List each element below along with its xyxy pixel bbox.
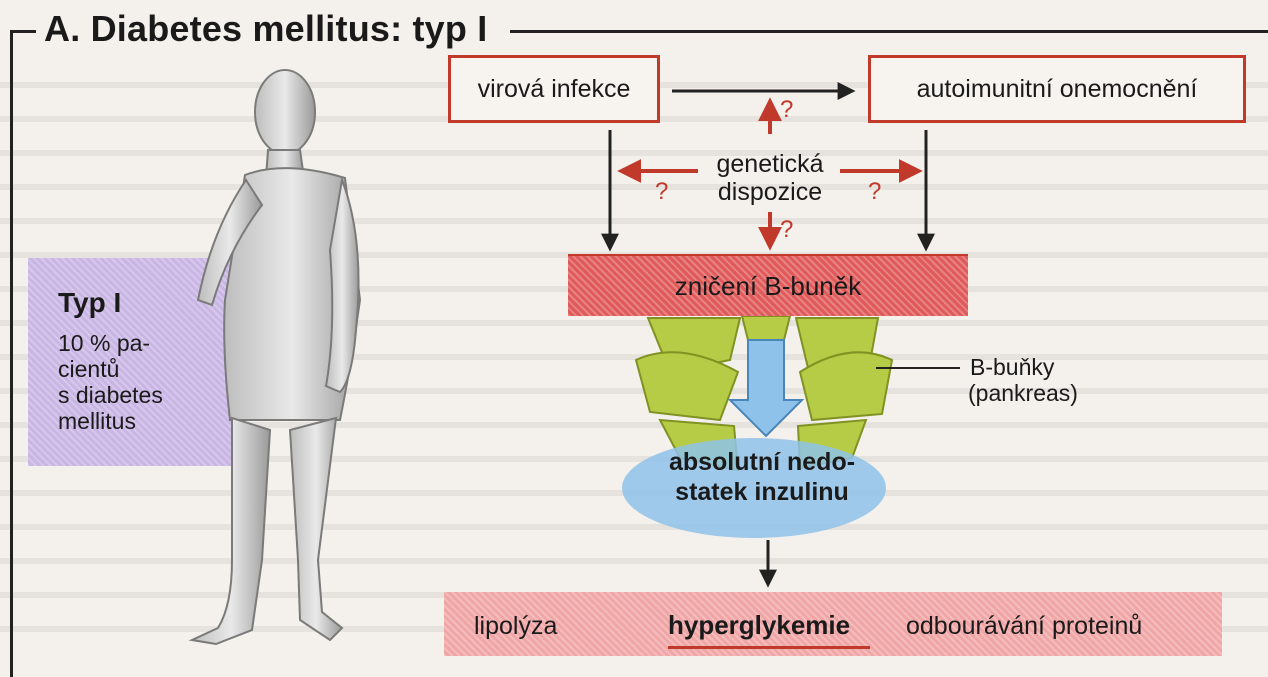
outcome-hyperglycemia: hyperglykemie (668, 610, 850, 641)
question-up: ? (780, 96, 793, 124)
human-figure-icon (192, 70, 360, 644)
bcells-label-line2: (pankreas) (968, 380, 1078, 407)
bcells-label-line1: B-buňky (970, 354, 1054, 381)
bcell-destruction-label: zničení B-buněk (675, 271, 861, 302)
genetic-label-line2: dispozice (700, 178, 840, 207)
question-right: ? (868, 178, 881, 206)
bcell-destruction-bar: zničení B-buněk (568, 254, 968, 316)
question-left: ? (655, 178, 668, 206)
insulin-deficit-line1: absolutní nedo- (652, 448, 872, 477)
genetic-label-line1: genetická (700, 150, 840, 179)
insulin-deficit-line2: statek inzulinu (652, 478, 872, 507)
hyperglycemia-underline (668, 646, 870, 649)
question-down: ? (780, 216, 793, 244)
insulin-down-arrow (730, 340, 802, 436)
autoimmune-box: autoimunitní onemocnění (868, 55, 1246, 123)
outcome-lipolysis: lipolýza (474, 612, 557, 641)
outcome-protein-breakdown: odbourávání proteinů (906, 612, 1142, 641)
virus-box: virová infekce (448, 55, 660, 123)
